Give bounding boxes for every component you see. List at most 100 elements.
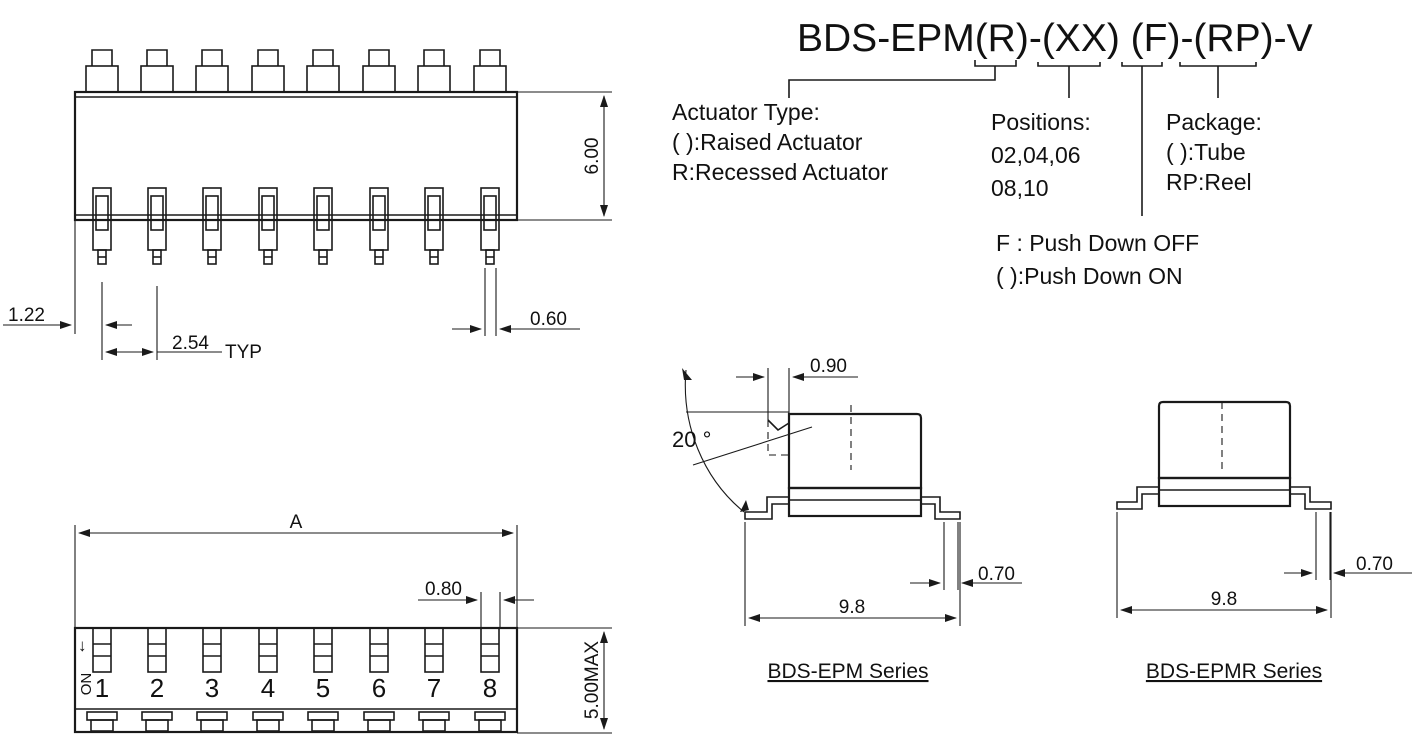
- switch-number: 6: [372, 673, 386, 703]
- foot-lead: [256, 719, 280, 732]
- epm-top-dimension-label: 0.90: [810, 356, 847, 377]
- foot-pad: [474, 711, 506, 721]
- direction-arrow-icon: ↓: [78, 636, 87, 655]
- epm-base: [787, 486, 923, 518]
- actuator-slot: [313, 627, 333, 673]
- actuator-cap: [423, 49, 445, 66]
- foot-pad: [252, 711, 284, 721]
- part-number-title: BDS-EPM(R)-(XX) (F)-(RP)-V: [797, 17, 1313, 60]
- package-tube-text: ( ):Tube: [1166, 139, 1246, 165]
- foot-lead: [311, 719, 335, 732]
- actuator-cap: [257, 49, 279, 66]
- switch-number: 1: [95, 673, 109, 703]
- actuator-top: [195, 65, 229, 93]
- pin-slot: [427, 195, 441, 231]
- actuator-slot: [92, 627, 112, 673]
- pin-slot: [316, 195, 330, 231]
- foot-pad: [141, 711, 173, 721]
- actuator-slot: [258, 627, 278, 673]
- epm-left-lead: [744, 496, 789, 520]
- epm-right-lead: [921, 496, 961, 520]
- pitch-dimension-label: 2.54: [172, 333, 209, 354]
- actuator-slot: [369, 627, 389, 673]
- foot-lead: [367, 719, 391, 732]
- package-heading: Package:: [1166, 109, 1262, 135]
- switch-number: 3: [205, 673, 219, 703]
- epmr-series-title: BDS-EPMR Series: [1146, 660, 1322, 683]
- front-view-feet: [86, 711, 506, 732]
- foot-lead: [145, 719, 169, 732]
- on-label: ON: [78, 673, 95, 696]
- actuator-cap: [201, 49, 223, 66]
- foot-pad: [307, 711, 339, 721]
- top-view: 6.00 1.22 2.54 TYP 0.60: [3, 49, 612, 363]
- actuator-top: [417, 65, 451, 93]
- actuator-cap: [146, 49, 168, 66]
- actuator-cap: [368, 49, 390, 66]
- actuator-slot: [424, 627, 444, 673]
- epmr-body: [1157, 400, 1292, 480]
- switch-number: 2: [150, 673, 164, 703]
- switch-number: 8: [483, 673, 497, 703]
- epm-lead-dimension-label: 0.70: [978, 564, 1015, 585]
- positions-values-1: 02,04,06: [991, 142, 1081, 168]
- top-view-pins: [92, 187, 500, 265]
- actuator-top: [251, 65, 285, 93]
- actuator-slot: [147, 627, 167, 673]
- pin-slot: [372, 195, 386, 231]
- push-down-on-text: ( ):Push Down ON: [996, 263, 1183, 289]
- pin-slot: [205, 195, 219, 231]
- foot-lead: [422, 719, 446, 732]
- top-view-body: [73, 90, 519, 222]
- foot-lead: [90, 719, 114, 732]
- switch-number: 5: [316, 673, 330, 703]
- epmr-base: [1157, 476, 1292, 508]
- actuator-type-heading: Actuator Type:: [672, 99, 820, 125]
- pitch-typ-label: TYP: [225, 342, 262, 363]
- actuator-cap: [479, 49, 501, 66]
- actuator-slot: [202, 627, 222, 673]
- actuator-recessed-text: R:Recessed Actuator: [672, 159, 888, 185]
- pin-slot: [150, 195, 164, 231]
- foot-pad: [196, 711, 228, 721]
- epm-series-title: BDS-EPM Series: [767, 660, 928, 683]
- front-view-slots: [92, 627, 500, 673]
- foot-lead: [478, 719, 502, 732]
- pin-width-dimension-label: 0.60: [530, 309, 567, 330]
- epmr-width-dimension-label: 9.8: [1211, 589, 1237, 610]
- switch-number: 7: [427, 673, 441, 703]
- actuator-slot: [480, 627, 500, 673]
- epm-width-dimension-label: 9.8: [839, 597, 865, 618]
- actuator-top: [140, 65, 174, 93]
- epmr-left-lead: [1116, 486, 1159, 510]
- positions-values-2: 08,10: [991, 175, 1049, 201]
- epmr-lead-dimension-label: 0.70: [1356, 554, 1393, 575]
- foot-lead: [200, 719, 224, 732]
- pin-slot: [95, 195, 109, 231]
- actuator-cap: [91, 49, 113, 66]
- actuator-width-dimension-label: 0.80: [425, 579, 462, 600]
- switch-number: 4: [261, 673, 275, 703]
- height-dimension-label: 6.00: [582, 138, 603, 175]
- epm-side-view: 0.90 20 ° 0.70 9.8 BDS-EPM Series: [672, 356, 1022, 683]
- length-dimension-label: A: [290, 512, 303, 533]
- epmr-side-view: 0.70 9.8 BDS-EPMR Series: [1116, 400, 1412, 683]
- actuator-raised-text: ( ):Raised Actuator: [672, 129, 863, 155]
- actuator-top: [473, 65, 507, 93]
- front-view-body: [73, 626, 519, 734]
- actuator-cap: [312, 49, 334, 66]
- front-view-switch-numbers: 1 2 3 4 5 6 7 8: [95, 673, 497, 703]
- angle-arc: [684, 369, 745, 513]
- foot-pad: [363, 711, 395, 721]
- angle-dimension-label: 20 °: [672, 427, 711, 452]
- epmr-right-lead: [1290, 486, 1332, 510]
- edge-dimension-label: 1.22: [8, 305, 45, 326]
- push-down-off-text: F : Push Down OFF: [996, 230, 1199, 256]
- top-view-actuator-tops: [85, 49, 507, 93]
- pin-slot: [261, 195, 275, 231]
- epm-body: [787, 412, 923, 490]
- actuator-top: [85, 65, 119, 93]
- positions-heading: Positions:: [991, 109, 1091, 135]
